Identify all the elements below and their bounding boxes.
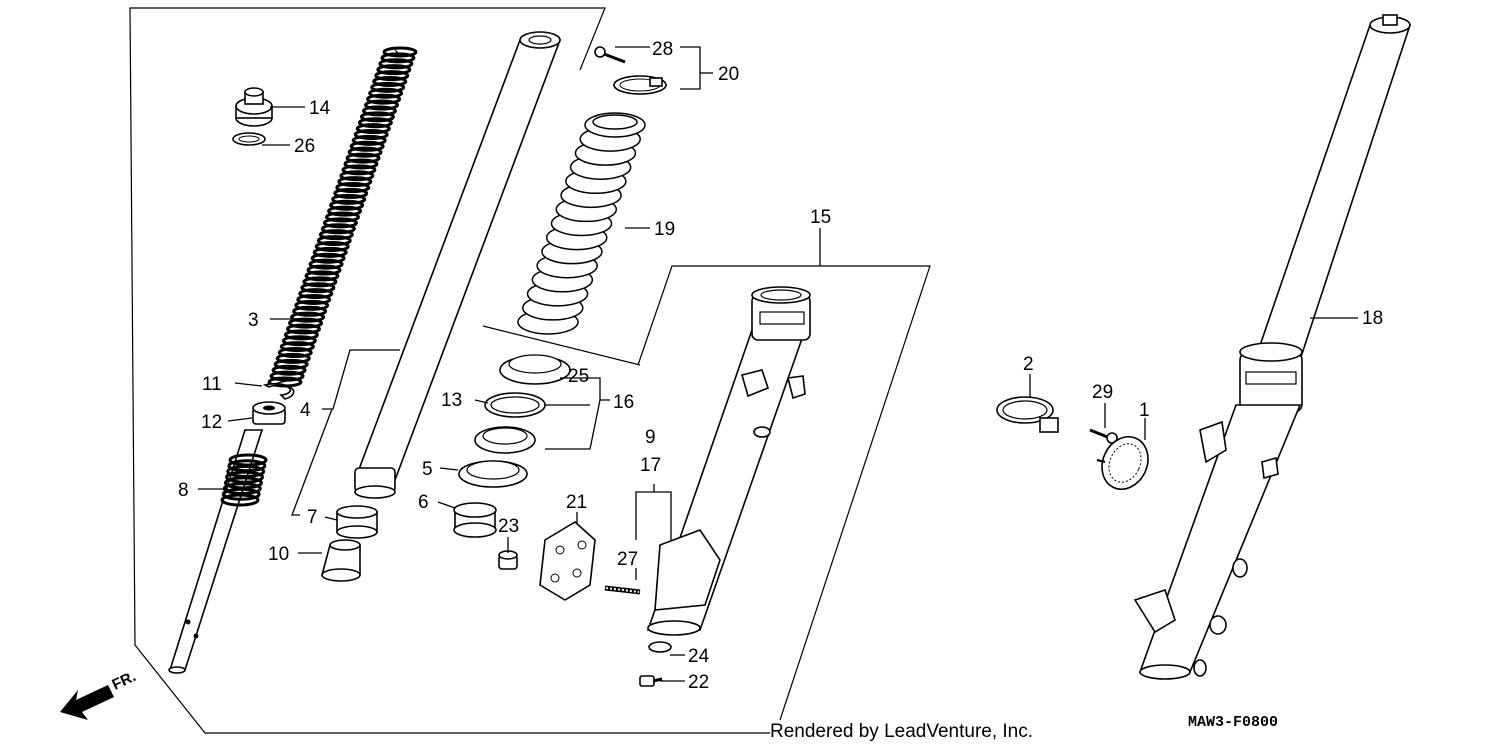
label-13: 13 xyxy=(441,390,462,411)
fork-assembly-18 xyxy=(1133,14,1412,680)
label-11: 11 xyxy=(202,374,222,395)
label-25: 25 xyxy=(568,366,589,387)
clip-11 xyxy=(262,382,295,400)
screw-29 xyxy=(1089,428,1118,444)
label-14: 14 xyxy=(309,98,331,119)
label-6: 6 xyxy=(418,492,429,513)
reflector-1 xyxy=(1096,436,1149,490)
fork-slider-15 xyxy=(646,286,811,636)
oil-lock-piece-10 xyxy=(320,539,361,582)
label-1: 1 xyxy=(1139,400,1150,421)
label-8: 8 xyxy=(178,480,189,501)
label-29: 29 xyxy=(1092,382,1113,403)
seal-5 xyxy=(458,460,528,488)
reflector-clamp-2 xyxy=(996,396,1059,433)
label-16: 16 xyxy=(613,392,634,413)
label-3: 3 xyxy=(248,310,259,331)
label-15: 15 xyxy=(810,207,831,228)
label-21: 21 xyxy=(566,492,587,513)
seal-16 xyxy=(474,426,536,454)
bushing-6 xyxy=(453,502,497,538)
fork-boot-19 xyxy=(517,112,646,335)
label-2: 2 xyxy=(1023,354,1034,375)
callout-labels: 1 2 3 4 5 6 7 8 9 10 11 12 13 14 15 16 1… xyxy=(178,39,1383,693)
front-direction-arrow: FR. xyxy=(60,668,139,720)
diagram-code: MAW3-F0800 xyxy=(1188,714,1278,731)
label-24: 24 xyxy=(688,646,710,667)
bracket-15 xyxy=(637,265,931,721)
label-22: 22 xyxy=(688,672,709,693)
damper-rod xyxy=(168,429,268,674)
bushing-7 xyxy=(336,505,378,539)
label-26: 26 xyxy=(294,136,315,157)
boot-clamp-20 xyxy=(613,75,667,95)
label-23: 23 xyxy=(498,516,519,537)
clip-13 xyxy=(484,392,546,418)
label-18: 18 xyxy=(1362,308,1383,329)
inner-fork-tube xyxy=(353,31,562,499)
label-12: 12 xyxy=(201,412,222,433)
screw-28 xyxy=(594,46,626,64)
label-5: 5 xyxy=(422,459,433,480)
stud-27 xyxy=(604,585,641,595)
label-10: 10 xyxy=(268,544,289,565)
label-17: 17 xyxy=(640,455,661,476)
leader-lines xyxy=(198,46,1358,682)
fr-label: FR. xyxy=(110,668,139,694)
label-19: 19 xyxy=(654,219,675,240)
diagram-frame xyxy=(129,7,770,734)
fork-spring xyxy=(267,46,418,388)
label-20: 20 xyxy=(718,64,739,85)
label-27: 27 xyxy=(617,549,638,570)
axle-holder-21 xyxy=(539,521,596,601)
label-7: 7 xyxy=(307,507,318,528)
label-4: 4 xyxy=(300,400,311,421)
label-9: 9 xyxy=(645,427,656,448)
dust-seal-25 xyxy=(499,354,571,385)
nut-23 xyxy=(498,550,518,570)
fork-bolt-14 xyxy=(235,87,273,127)
label-28: 28 xyxy=(652,39,673,60)
piston-ring-12 xyxy=(252,401,286,425)
bolt-22 xyxy=(639,675,663,687)
washer-24 xyxy=(648,641,672,653)
credit-text: Rendered by LeadVenture, Inc. xyxy=(770,721,1033,742)
